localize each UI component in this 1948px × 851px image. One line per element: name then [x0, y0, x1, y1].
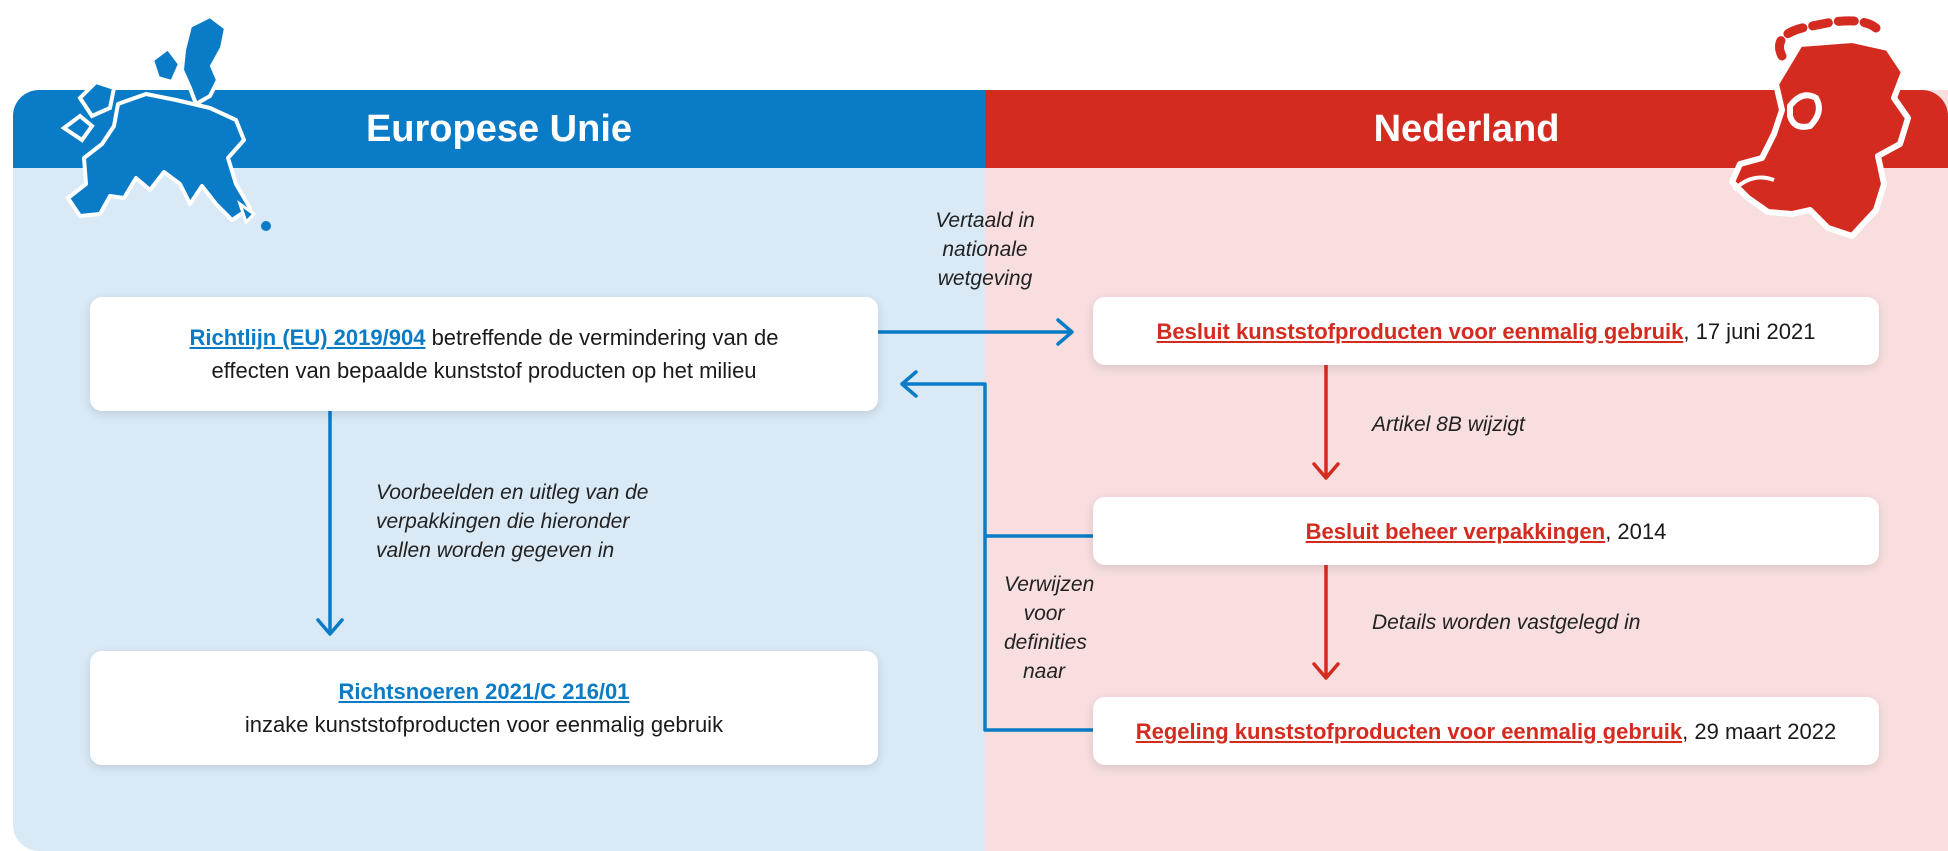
arrow-translated	[876, 318, 1074, 346]
nl-regulation-link[interactable]: Regeling kunststofproducten voor eenmali…	[1135, 718, 1683, 744]
eu-guidelines-link[interactable]: Richtsnoeren 2021/C 216/01	[338, 679, 630, 704]
nl-regulation-date: , 29 maart 2022	[1682, 718, 1837, 744]
eu-directive-link[interactable]: Richtlijn (EU) 2019/904	[189, 325, 426, 350]
nl-decree-plastic-link[interactable]: Besluit kunststofproducten voor eenmalig…	[1156, 318, 1684, 344]
eu-directive-text1: betreffende de vermindering van de	[425, 325, 779, 350]
nl-header-title: Nederland	[1373, 107, 1560, 150]
nl-decree-plastic-box: Besluit kunststofproducten voor eenmalig…	[1093, 297, 1879, 365]
eu-directive-text2: effecten van bepaalde kunststof producte…	[211, 358, 757, 383]
europe-map-icon	[60, 13, 271, 231]
nl-decree-packaging-date: , 2014	[1605, 518, 1667, 544]
arrow-refer	[900, 370, 1096, 732]
nl-regulation-line: Regeling kunststofproducten voor eenmali…	[1136, 715, 1837, 748]
arrow-details	[1312, 564, 1340, 680]
nl-decree-plastic-line: Besluit kunststofproducten voor eenmalig…	[1157, 315, 1816, 348]
nl-decree-packaging-link[interactable]: Besluit beheer verpakkingen	[1305, 518, 1606, 544]
arrow-article	[1312, 364, 1340, 480]
eu-directive-box: Richtlijn (EU) 2019/904 betreffende de v…	[90, 297, 878, 411]
eu-guidelines-box: Richtsnoeren 2021/C 216/01 inzake kunsts…	[90, 651, 878, 765]
nl-decree-packaging-line: Besluit beheer verpakkingen, 2014	[1306, 515, 1667, 548]
eu-directive-line1: Richtlijn (EU) 2019/904 betreffende de v…	[189, 321, 778, 354]
nl-decree-plastic-date: , 17 juni 2021	[1683, 318, 1816, 344]
label-article: Artikel 8B wijzigt	[1372, 413, 1525, 436]
label-details: Details worden vastgelegd in	[1372, 611, 1641, 634]
netherlands-map-icon	[1729, 16, 1911, 239]
nl-decree-packaging-box: Besluit beheer verpakkingen, 2014	[1093, 497, 1879, 565]
label-refer: Verwijzen voor definities naar	[1004, 573, 1095, 683]
label-translated: Vertaald in nationale wetgeving	[935, 209, 1035, 290]
eu-header-title: Europese Unie	[365, 107, 633, 150]
eu-guidelines-text: inzake kunststofproducten voor eenmalig …	[244, 712, 724, 737]
arrow-examples	[316, 410, 344, 636]
nl-regulation-box: Regeling kunststofproducten voor eenmali…	[1093, 697, 1879, 765]
label-examples: Voorbeelden en uitleg van de verpakkinge…	[376, 481, 649, 562]
